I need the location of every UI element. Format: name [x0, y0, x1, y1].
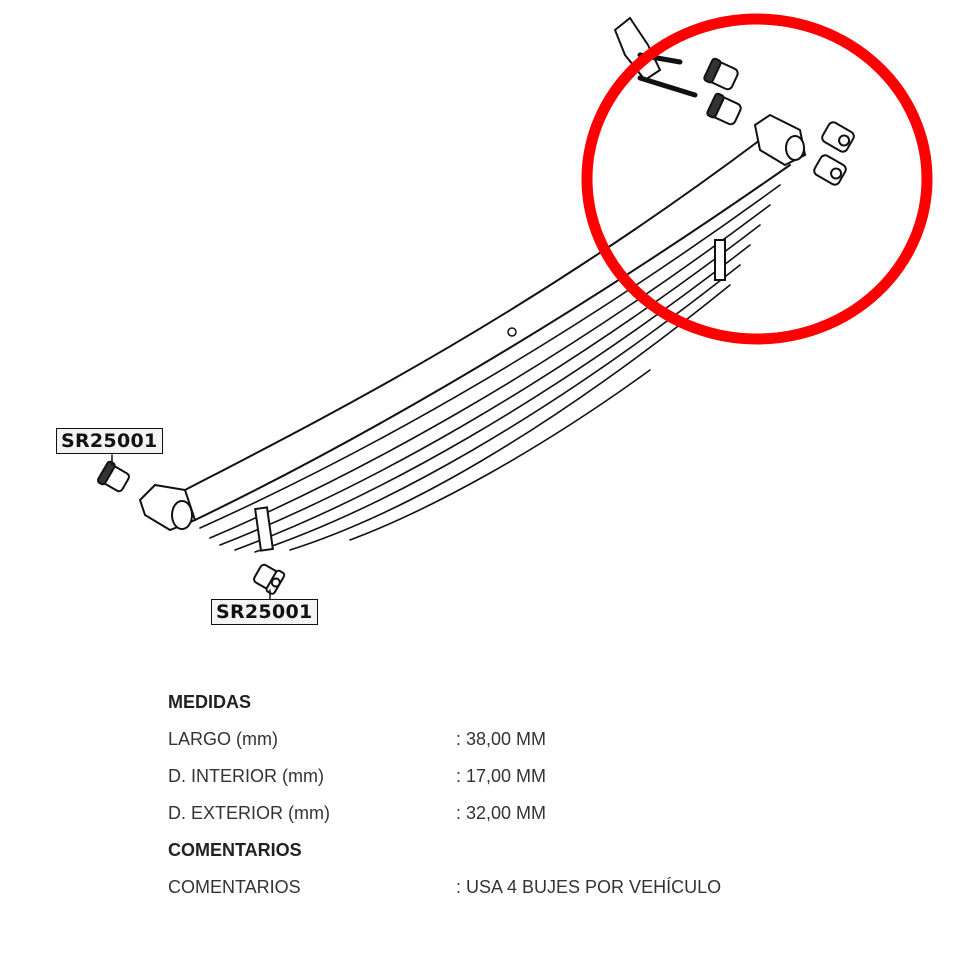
specifications-table: MEDIDAS LARGO (mm) : 38,00 MM D. INTERIO…	[168, 684, 868, 906]
section-title-comentarios: COMENTARIOS	[168, 840, 302, 860]
spec-value: : 32,00 MM	[456, 803, 547, 823]
spec-value: : 38,00 MM	[456, 729, 547, 749]
part-number-label-lower: SR25001	[211, 599, 318, 625]
highlight-circle	[581, 13, 933, 345]
spec-key: COMENTARIOS	[168, 877, 301, 897]
leaf-spring-illustration	[96, 13, 933, 601]
spec-row-largo: LARGO (mm) : 38,00 MM	[168, 721, 868, 758]
spec-row-diametro-exterior: D. EXTERIOR (mm) : 32,00 MM	[168, 795, 868, 832]
spec-key: D. EXTERIOR (mm)	[168, 803, 330, 823]
spec-value: : USA 4 BUJES POR VEHÍCULO	[456, 877, 722, 897]
spec-key: LARGO (mm)	[168, 729, 278, 749]
leaf-spring-diagram: SR25001 SR25001	[56, 13, 933, 625]
part-number-label-upper: SR25001	[56, 428, 163, 454]
spec-row-comentarios: COMENTARIOS : USA 4 BUJES POR VEHÍCULO	[168, 869, 868, 906]
spec-row-diametro-interior: D. INTERIOR (mm) : 17,00 MM	[168, 758, 868, 795]
spec-key: D. INTERIOR (mm)	[168, 766, 324, 786]
section-title-medidas: MEDIDAS	[168, 692, 252, 712]
spec-value: : 17,00 MM	[456, 766, 547, 786]
